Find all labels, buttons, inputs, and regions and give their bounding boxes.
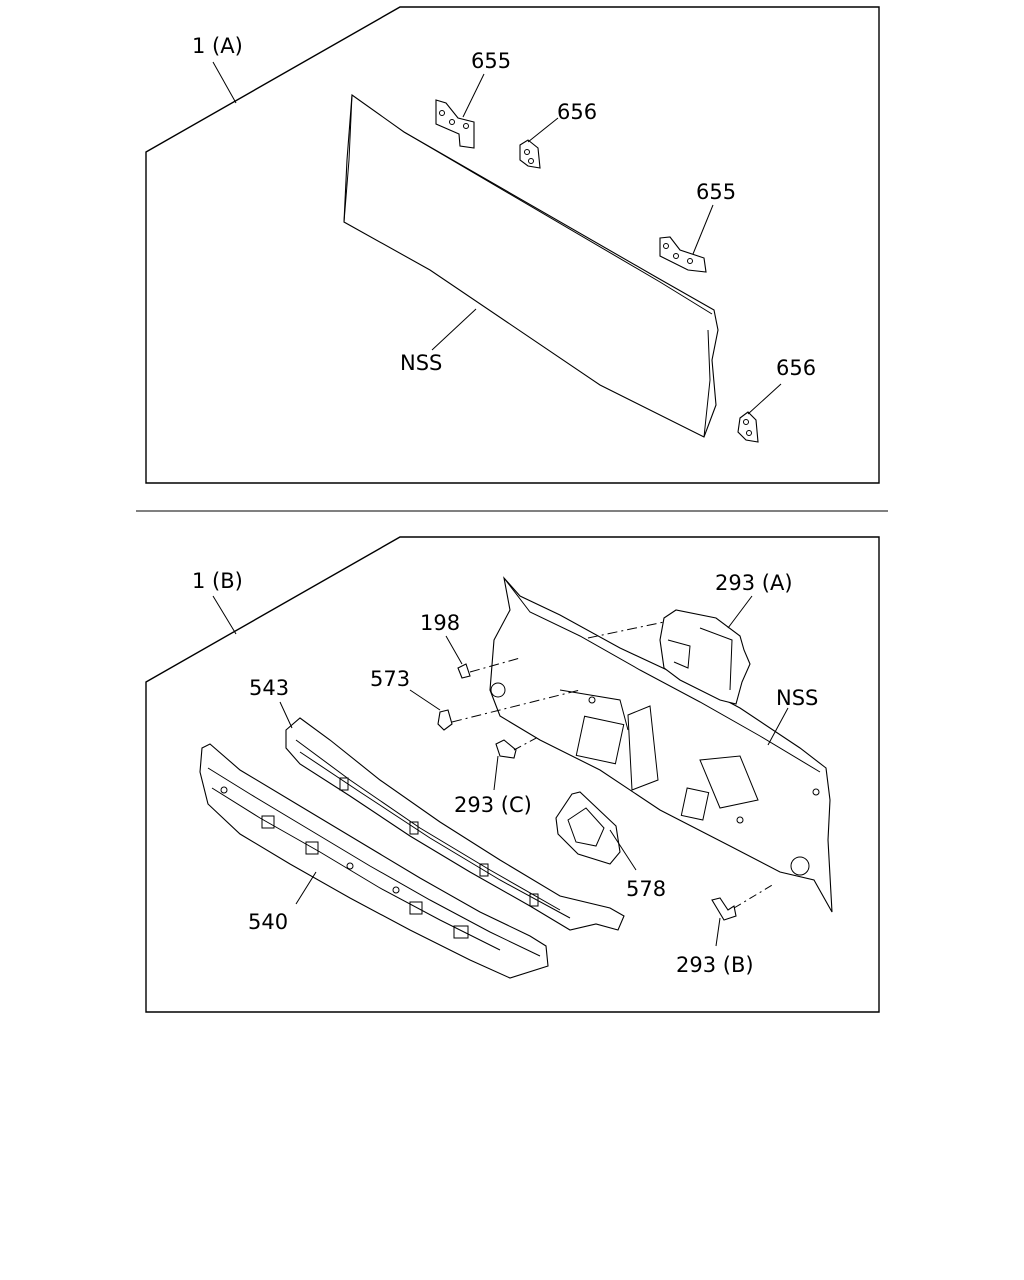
bracket-655-top-label: 655 (471, 49, 511, 73)
clip-293c-leader (493, 755, 499, 791)
clip-293b-label: 293 (B) (676, 953, 754, 977)
insulator-293a-label: 293 (A) (715, 571, 793, 595)
clip-293b-leader (715, 917, 721, 947)
clip-198-dash (469, 657, 521, 673)
clip-198-label: 198 (420, 611, 460, 635)
bracket-655-top (435, 99, 475, 149)
nss-a-leader (431, 308, 477, 351)
dash-panel-nss (489, 576, 833, 913)
clip-198-leader (445, 635, 463, 665)
upper-panel-nss (343, 93, 719, 438)
bracket-656-bottom-leader (747, 383, 782, 415)
cowl-panel-543 (285, 717, 625, 931)
insulator-293a (659, 609, 751, 705)
bracket-655-right-label: 655 (696, 180, 736, 204)
clip-198 (457, 663, 471, 679)
nss-a-label: NSS (400, 351, 442, 375)
diagram-a-assembly-label: 1 (A) (192, 34, 243, 58)
bracket-656-top-leader (527, 117, 559, 143)
cowl-543-label: 543 (249, 676, 289, 700)
bracket-578 (555, 791, 621, 865)
insulator-293a-leader (727, 595, 753, 629)
cross-member-540-label: 540 (248, 910, 288, 934)
bracket-655-top-leader (462, 73, 485, 118)
bracket-656-top-label: 656 (557, 100, 597, 124)
clip-293b-dash (733, 883, 775, 909)
bracket-578-leader (609, 829, 637, 871)
diagram-b-assembly-leader (212, 595, 237, 635)
diagram-a-frame (145, 6, 880, 484)
clip-573-leader (409, 689, 441, 711)
bracket-656-top (519, 139, 541, 169)
bracket-578-label: 578 (626, 877, 666, 901)
clip-573-dash (451, 689, 581, 723)
bracket-655-right (659, 236, 707, 273)
diagram-a: 1 (A) NSS 655 656 (145, 6, 880, 484)
cowl-543-leader (279, 701, 293, 729)
clip-293c (495, 739, 517, 759)
nss-b-label: NSS (776, 686, 818, 710)
cross-member-540 (199, 743, 549, 979)
cross-member-540-leader (295, 871, 317, 905)
insulator-293a-dash (587, 621, 665, 639)
clip-573 (437, 709, 453, 731)
diagram-b-assembly-label: 1 (B) (192, 569, 243, 593)
clip-293c-dash (513, 735, 541, 751)
diagram-a-assembly-leader (212, 61, 237, 104)
bracket-656-bottom (737, 411, 759, 443)
nss-b-leader (767, 707, 789, 746)
clip-573-label: 573 (370, 667, 410, 691)
bracket-656-bottom-label: 656 (776, 356, 816, 380)
clip-293c-label: 293 (C) (454, 793, 532, 817)
clip-293b (711, 897, 737, 921)
diagram-b: 1 (B) NSS 293 (A) (145, 536, 880, 1013)
bracket-655-right-leader (692, 204, 714, 255)
diagram-b-frame (145, 536, 880, 1013)
